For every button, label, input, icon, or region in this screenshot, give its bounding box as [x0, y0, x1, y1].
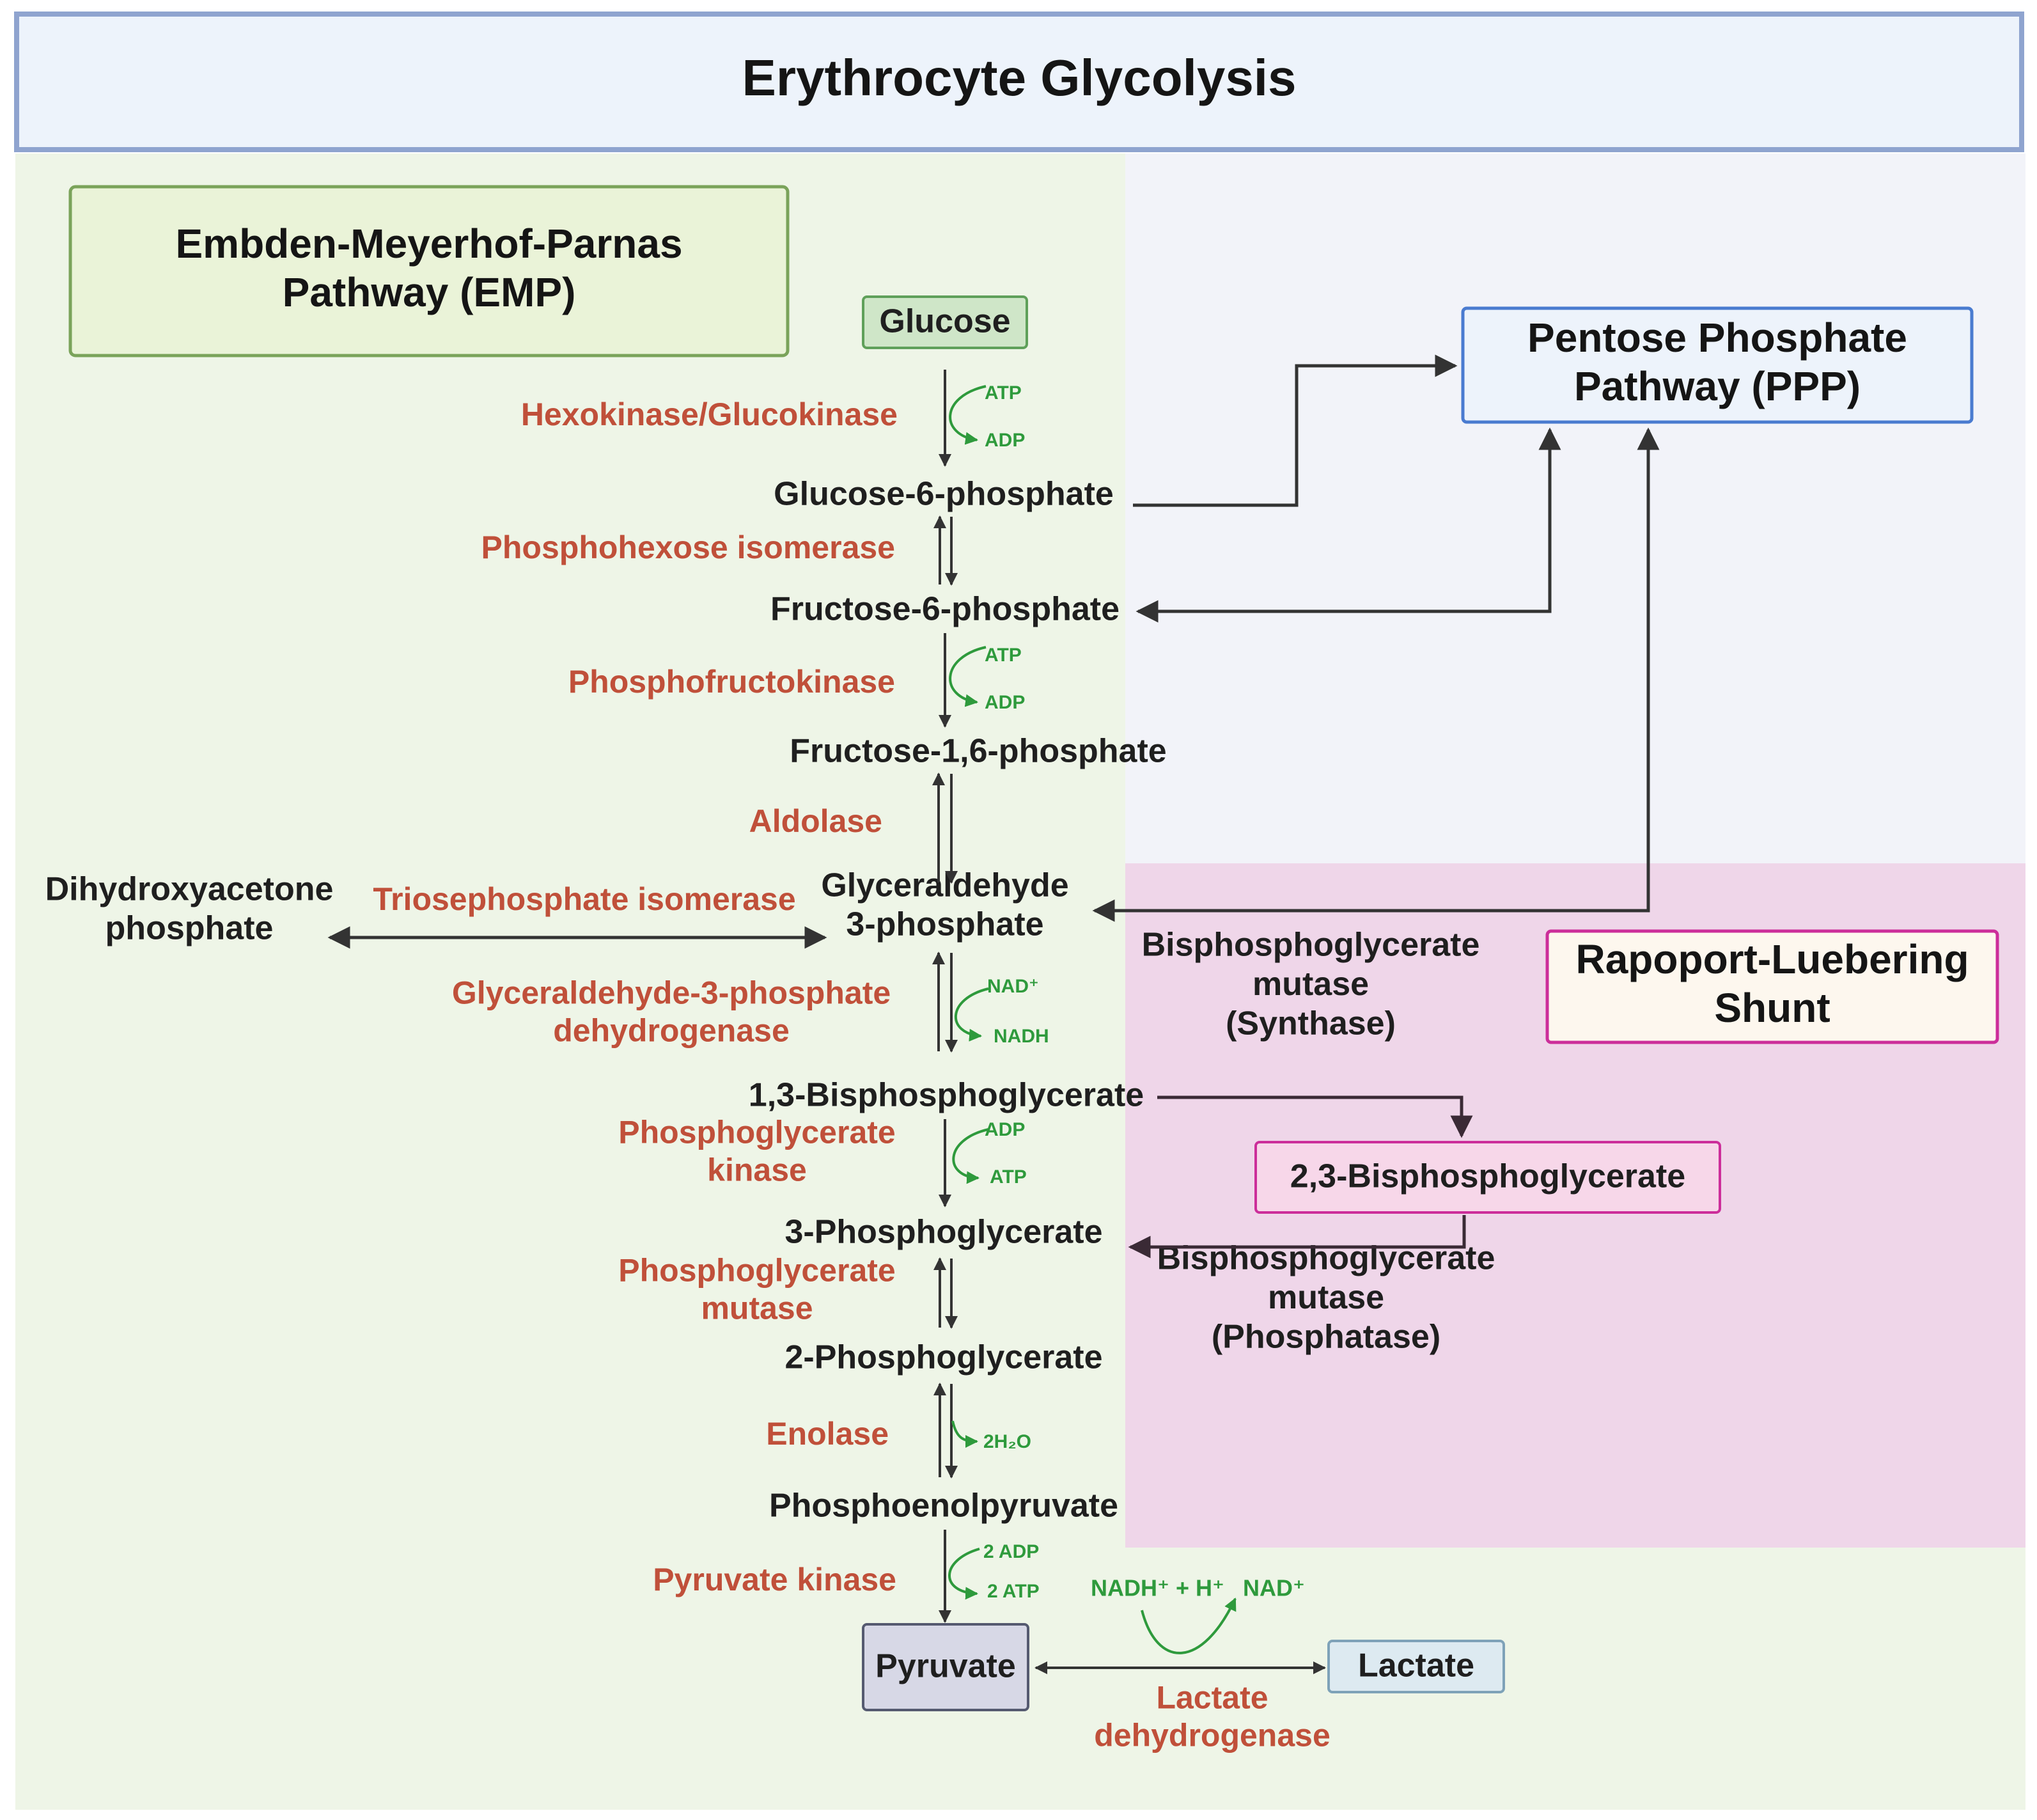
cofactor-curve-pk [948, 1548, 980, 1600]
enzyme-ldh-line: Lactate [1156, 1680, 1268, 1716]
cofactor-ldh-in: NADH⁺ + H⁺ [1091, 1575, 1224, 1601]
enzyme-pgm-line: Phosphoglycerate [618, 1253, 895, 1289]
cofactor-hk-out: ADP [985, 430, 1025, 451]
bpg23-box [1254, 1141, 1721, 1214]
cofactor-pk-in: 2 ADP [983, 1541, 1039, 1562]
rl-section-label-line: Shunt [1714, 985, 1830, 1031]
lactate-box [1327, 1640, 1505, 1693]
enzyme-bpgm-synthase-line: Bisphosphoglycerate [1142, 926, 1480, 963]
rl-section-box [1545, 929, 1999, 1044]
arrow-bpg23-pg3 [1128, 1215, 1466, 1259]
bpg23-label: 2,3-Bisphosphoglycerate [1290, 1158, 1685, 1195]
g6p-label: Glucose-6-phosphate [774, 476, 1114, 513]
pyruvate-label: Pyruvate [875, 1648, 1016, 1685]
title-bar [14, 12, 2024, 152]
enzyme-gapdh-line: Glyceraldehyde-3-phosphate [452, 975, 891, 1011]
enzyme-pgm-line: mutase [701, 1290, 813, 1326]
cofactor-gapdh-in: NAD⁺ [987, 976, 1039, 997]
cofactor-curve-ldh [1141, 1597, 1237, 1654]
enzyme-ldh-line: dehydrogenase [1094, 1718, 1331, 1753]
arrow-ppp-g3p [1092, 427, 1660, 922]
enzyme-aldolase: Aldolase [749, 803, 882, 839]
bpg13-label: 1,3-Bisphosphoglycerate [749, 1077, 1144, 1114]
pg3-label: 3-Phosphoglycerate [784, 1214, 1102, 1251]
cofactor-curve-enolase [951, 1420, 978, 1448]
enzyme-bpgm-phosphatase-line: Bisphosphoglycerate [1157, 1239, 1495, 1276]
enzyme-bpgm-phosphatase-line: mutase [1268, 1279, 1384, 1316]
g3p-label-line: Glyceraldehyde [821, 867, 1068, 904]
enzyme-gapdh-line: dehydrogenase [553, 1013, 790, 1049]
equilibrium-g3p-bpg13 [932, 952, 958, 1053]
cofactor-pfk-out: ADP [985, 692, 1025, 713]
equilibrium-g6p-f6p [933, 515, 958, 586]
cofactor-curve-pfk [949, 646, 987, 707]
emp-region [15, 153, 1125, 1810]
enzyme-pgk-line: kinase [707, 1152, 807, 1188]
equilibrium-f16p-g3p [932, 773, 958, 884]
ppp-section-label-line: Pentose Phosphate [1527, 315, 1907, 361]
cofactor-hk-in: ATP [985, 382, 1022, 404]
cofactor-curve-hexokinase [949, 385, 987, 445]
cofactor-pgk-out: ATP [990, 1166, 1027, 1188]
cofactor-gapdh-out: NADH [994, 1026, 1049, 1047]
g3p-label-line: 3-phosphate [846, 906, 1043, 943]
equilibrium-pg3-pg2 [933, 1257, 958, 1329]
cofactor-curve-pgk [952, 1128, 989, 1184]
enzyme-pk: Pyruvate kinase [653, 1562, 896, 1597]
glucose-label: Glucose [879, 303, 1010, 340]
cofactor-pgk-in: ADP [985, 1119, 1025, 1140]
lactate-label: Lactate [1358, 1647, 1474, 1684]
ppp-region [1125, 153, 2025, 863]
emp-section-label-line: Embden-Meyerhof-Parnas [175, 221, 682, 267]
pyruvate-box [862, 1623, 1029, 1711]
enzyme-bpgm-synthase-line: (Synthase) [1226, 1005, 1396, 1042]
arrow-bpg13-bpg23 [1157, 1095, 1473, 1138]
emp-section-label-line: Pathway (EMP) [283, 269, 576, 315]
ppp-section-label-line: Pathway (PPP) [1574, 363, 1861, 409]
cofactor-pfk-in: ATP [985, 645, 1022, 666]
enzyme-bpgm-phosphatase-line: (Phosphatase) [1212, 1318, 1440, 1355]
cofactor-ldh-out: NAD⁺ [1243, 1575, 1305, 1601]
equilibrium-pg2-pep [933, 1383, 958, 1479]
glucose-box [862, 295, 1028, 349]
cofactor-enolase-out: 2H₂O [983, 1431, 1031, 1452]
cofactor-curve-gapdh [955, 987, 989, 1042]
enzyme-tpi: Triosephosphate isomerase [373, 881, 795, 917]
enzyme-pgk-line: Phosphoglycerate [618, 1115, 895, 1150]
page-title: Erythrocyte Glycolysis [742, 49, 1296, 106]
ppp-section-box [1461, 306, 1974, 424]
dhap-label-line: phosphate [105, 909, 274, 946]
enzyme-pfk: Phosphofructokinase [568, 664, 895, 700]
pg2-label: 2-Phosphoglycerate [784, 1339, 1102, 1376]
enzyme-bpgm-synthase-line: mutase [1253, 966, 1369, 1003]
pep-label: Phosphoenolpyruvate [769, 1487, 1118, 1525]
cofactor-pk-out: 2 ATP [987, 1581, 1040, 1602]
rl-section-label-line: Rapoport-Luebering [1575, 936, 1969, 982]
emp-section-box [68, 185, 790, 357]
enzyme-hexokinase: Hexokinase/Glucokinase [521, 396, 898, 432]
lower-right-region [1125, 1548, 2025, 1810]
dhap-label-line: Dihydroxyacetone [45, 870, 334, 907]
f16p-label: Fructose-1,6-phosphate [790, 733, 1166, 770]
enzyme-enolase: Enolase [766, 1416, 889, 1452]
enzyme-phi: Phosphohexose isomerase [481, 530, 895, 565]
f6p-label: Fructose-6-phosphate [770, 591, 1120, 628]
